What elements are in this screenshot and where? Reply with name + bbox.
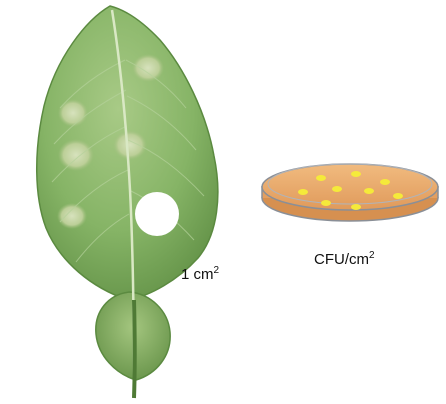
leaf-petiole xyxy=(134,300,135,398)
colony xyxy=(298,189,308,195)
lesion-spot xyxy=(113,130,147,160)
cfu-per-area-value: CFU/cm xyxy=(314,251,369,268)
leaf-disc-area-label: 1 cm2 xyxy=(181,267,219,282)
leaf-disc-punch xyxy=(135,192,179,236)
colony xyxy=(364,188,374,194)
colony xyxy=(393,193,403,199)
colony xyxy=(380,179,390,185)
colony xyxy=(316,175,326,181)
colony xyxy=(351,171,361,177)
colony xyxy=(332,186,342,192)
colony xyxy=(321,200,331,206)
lesion-spot xyxy=(58,99,88,127)
colony xyxy=(351,204,361,210)
lesion-spot xyxy=(132,54,164,82)
leaf-disc-area-exponent: 2 xyxy=(214,265,220,276)
petri-dish xyxy=(262,164,438,221)
leaf-disc-area-value: 1 cm xyxy=(181,266,214,283)
lesion-spot xyxy=(58,139,94,171)
cfu-per-area-exponent: 2 xyxy=(369,250,375,261)
cfu-per-area-label: CFU/cm2 xyxy=(314,252,375,267)
lesion-spot xyxy=(57,203,87,229)
